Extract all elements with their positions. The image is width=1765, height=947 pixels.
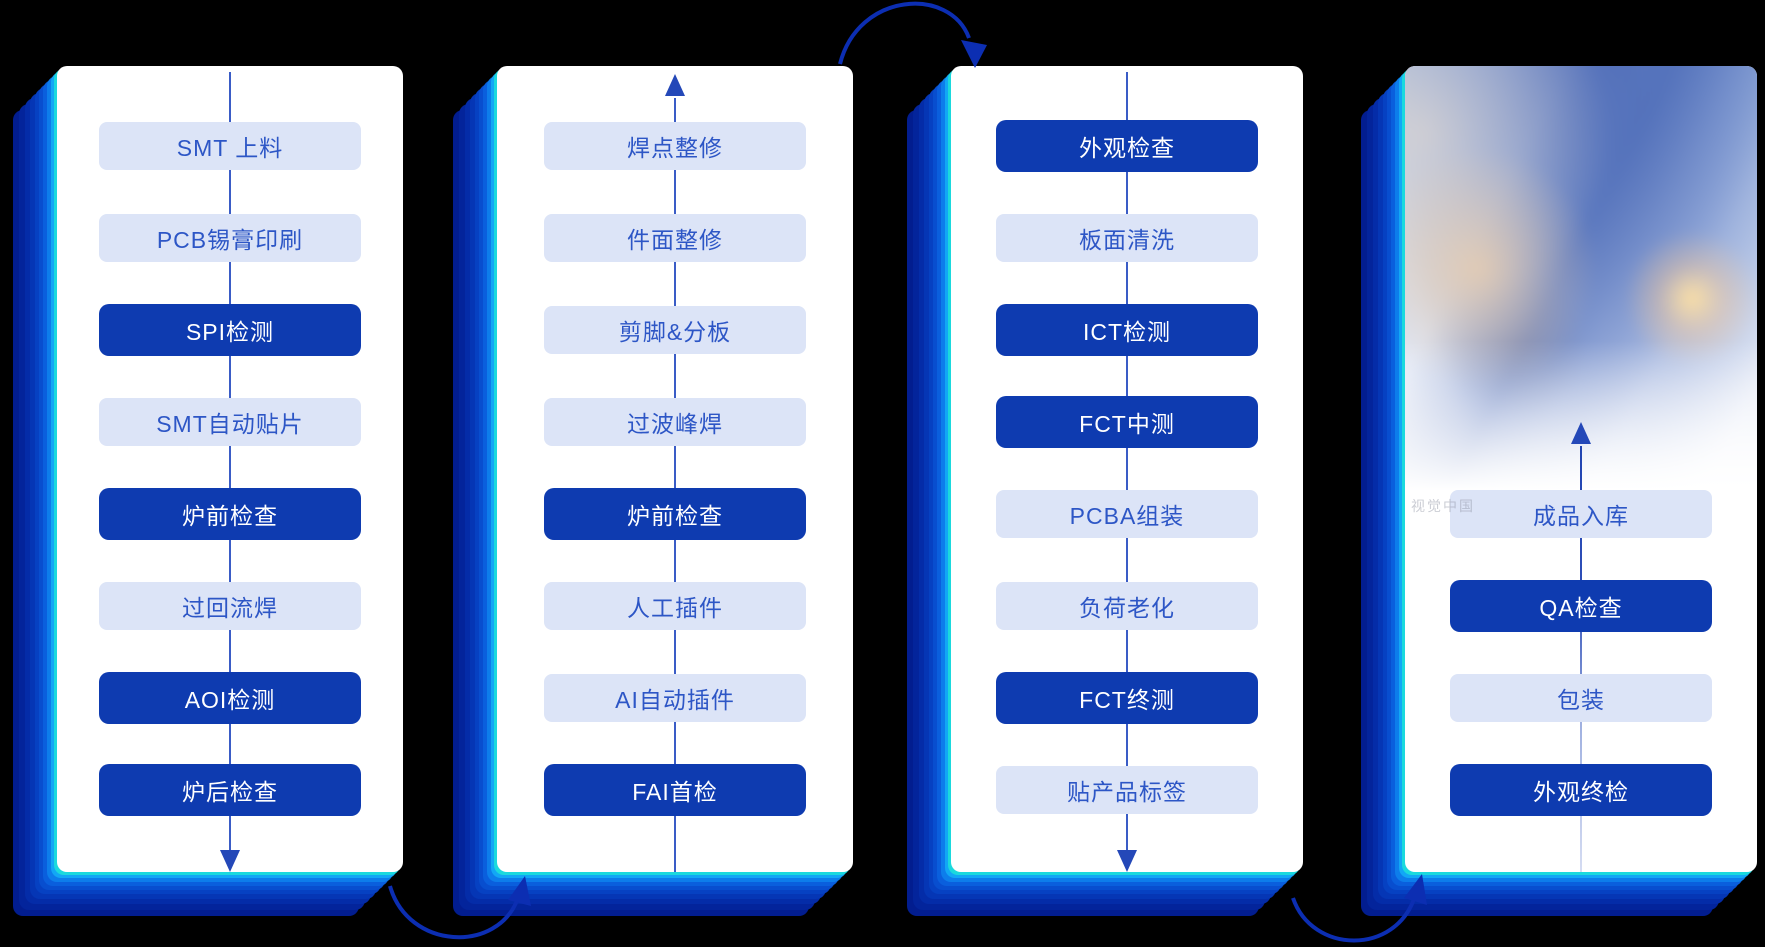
step-spi-inspection: SPI检测 bbox=[99, 304, 361, 356]
step-surface-touchup: 件面整修 bbox=[544, 214, 806, 262]
step-post-reflow-check: 炉后检查 bbox=[99, 764, 361, 816]
flow-arc-bottom-right bbox=[1291, 895, 1417, 943]
arrow-up-icon bbox=[665, 74, 685, 96]
flow-arc-bottom-right-arrowhead bbox=[1404, 874, 1427, 905]
panel-smt-stage: SMT 上料 PCB锡膏印刷 SPI检测 SMT自动贴片 炉前检查 过回流焊 A… bbox=[57, 66, 403, 872]
panel-test-stage: 外观检查 板面清洗 ICT检测 FCT中测 PCBA组装 负荷老化 FCT终测 … bbox=[951, 66, 1303, 872]
flow-arc-top bbox=[838, 1, 971, 65]
pcb-photo bbox=[1405, 66, 1757, 511]
step-visual-inspection: 外观检查 bbox=[996, 120, 1258, 172]
step-board-cleaning: 板面清洗 bbox=[996, 214, 1258, 262]
step-ict-test: ICT检测 bbox=[996, 304, 1258, 356]
panel-final-stage: 视觉中国 成品入库 QA检查 包装 外观终检 bbox=[1405, 66, 1757, 872]
step-packing: 包装 bbox=[1450, 674, 1712, 722]
step-fct-mid-test: FCT中测 bbox=[996, 396, 1258, 448]
arrow-down-icon bbox=[220, 850, 240, 872]
panel-dip-stage: 焊点整修 件面整修 剪脚&分板 过波峰焊 炉前检查 人工插件 AI自动插件 FA… bbox=[497, 66, 853, 872]
flow-line bbox=[229, 72, 231, 850]
step-solder-paste-printing: PCB锡膏印刷 bbox=[99, 214, 361, 262]
photo-watermark: 视觉中国 bbox=[1411, 498, 1475, 514]
flow-line bbox=[1580, 446, 1582, 872]
flow-arc-bottom-left bbox=[388, 885, 520, 940]
arrow-down-icon bbox=[1117, 850, 1137, 872]
step-pre-reflow-check: 炉前检查 bbox=[99, 488, 361, 540]
step-smt-feeding: SMT 上料 bbox=[99, 122, 361, 170]
step-finished-goods-storage: 成品入库 bbox=[1450, 490, 1712, 538]
flow-arc-top-arrowhead bbox=[961, 40, 987, 68]
step-ai-auto-insertion: AI自动插件 bbox=[544, 674, 806, 722]
flow-line bbox=[674, 98, 676, 872]
step-pre-furnace-check: 炉前检查 bbox=[544, 488, 806, 540]
step-reflow-soldering: 过回流焊 bbox=[99, 582, 361, 630]
step-burn-in: 负荷老化 bbox=[996, 582, 1258, 630]
step-lead-cut-depanel: 剪脚&分板 bbox=[544, 306, 806, 354]
step-fai-first-inspection: FAI首检 bbox=[544, 764, 806, 816]
step-aoi-inspection: AOI检测 bbox=[99, 672, 361, 724]
step-wave-soldering: 过波峰焊 bbox=[544, 398, 806, 446]
step-solder-joint-touchup: 焊点整修 bbox=[544, 122, 806, 170]
step-final-visual-inspection: 外观终检 bbox=[1450, 764, 1712, 816]
flow-line bbox=[1126, 72, 1128, 850]
arrow-up-icon bbox=[1571, 422, 1591, 444]
step-smt-auto-placement: SMT自动贴片 bbox=[99, 398, 361, 446]
step-manual-insertion: 人工插件 bbox=[544, 582, 806, 630]
step-product-labeling: 贴产品标签 bbox=[996, 766, 1258, 814]
step-pcba-assembly: PCBA组装 bbox=[996, 490, 1258, 538]
step-qa-inspection: QA检查 bbox=[1450, 580, 1712, 632]
step-fct-final-test: FCT终测 bbox=[996, 672, 1258, 724]
flow-arc-bottom-left-arrowhead bbox=[508, 876, 531, 906]
